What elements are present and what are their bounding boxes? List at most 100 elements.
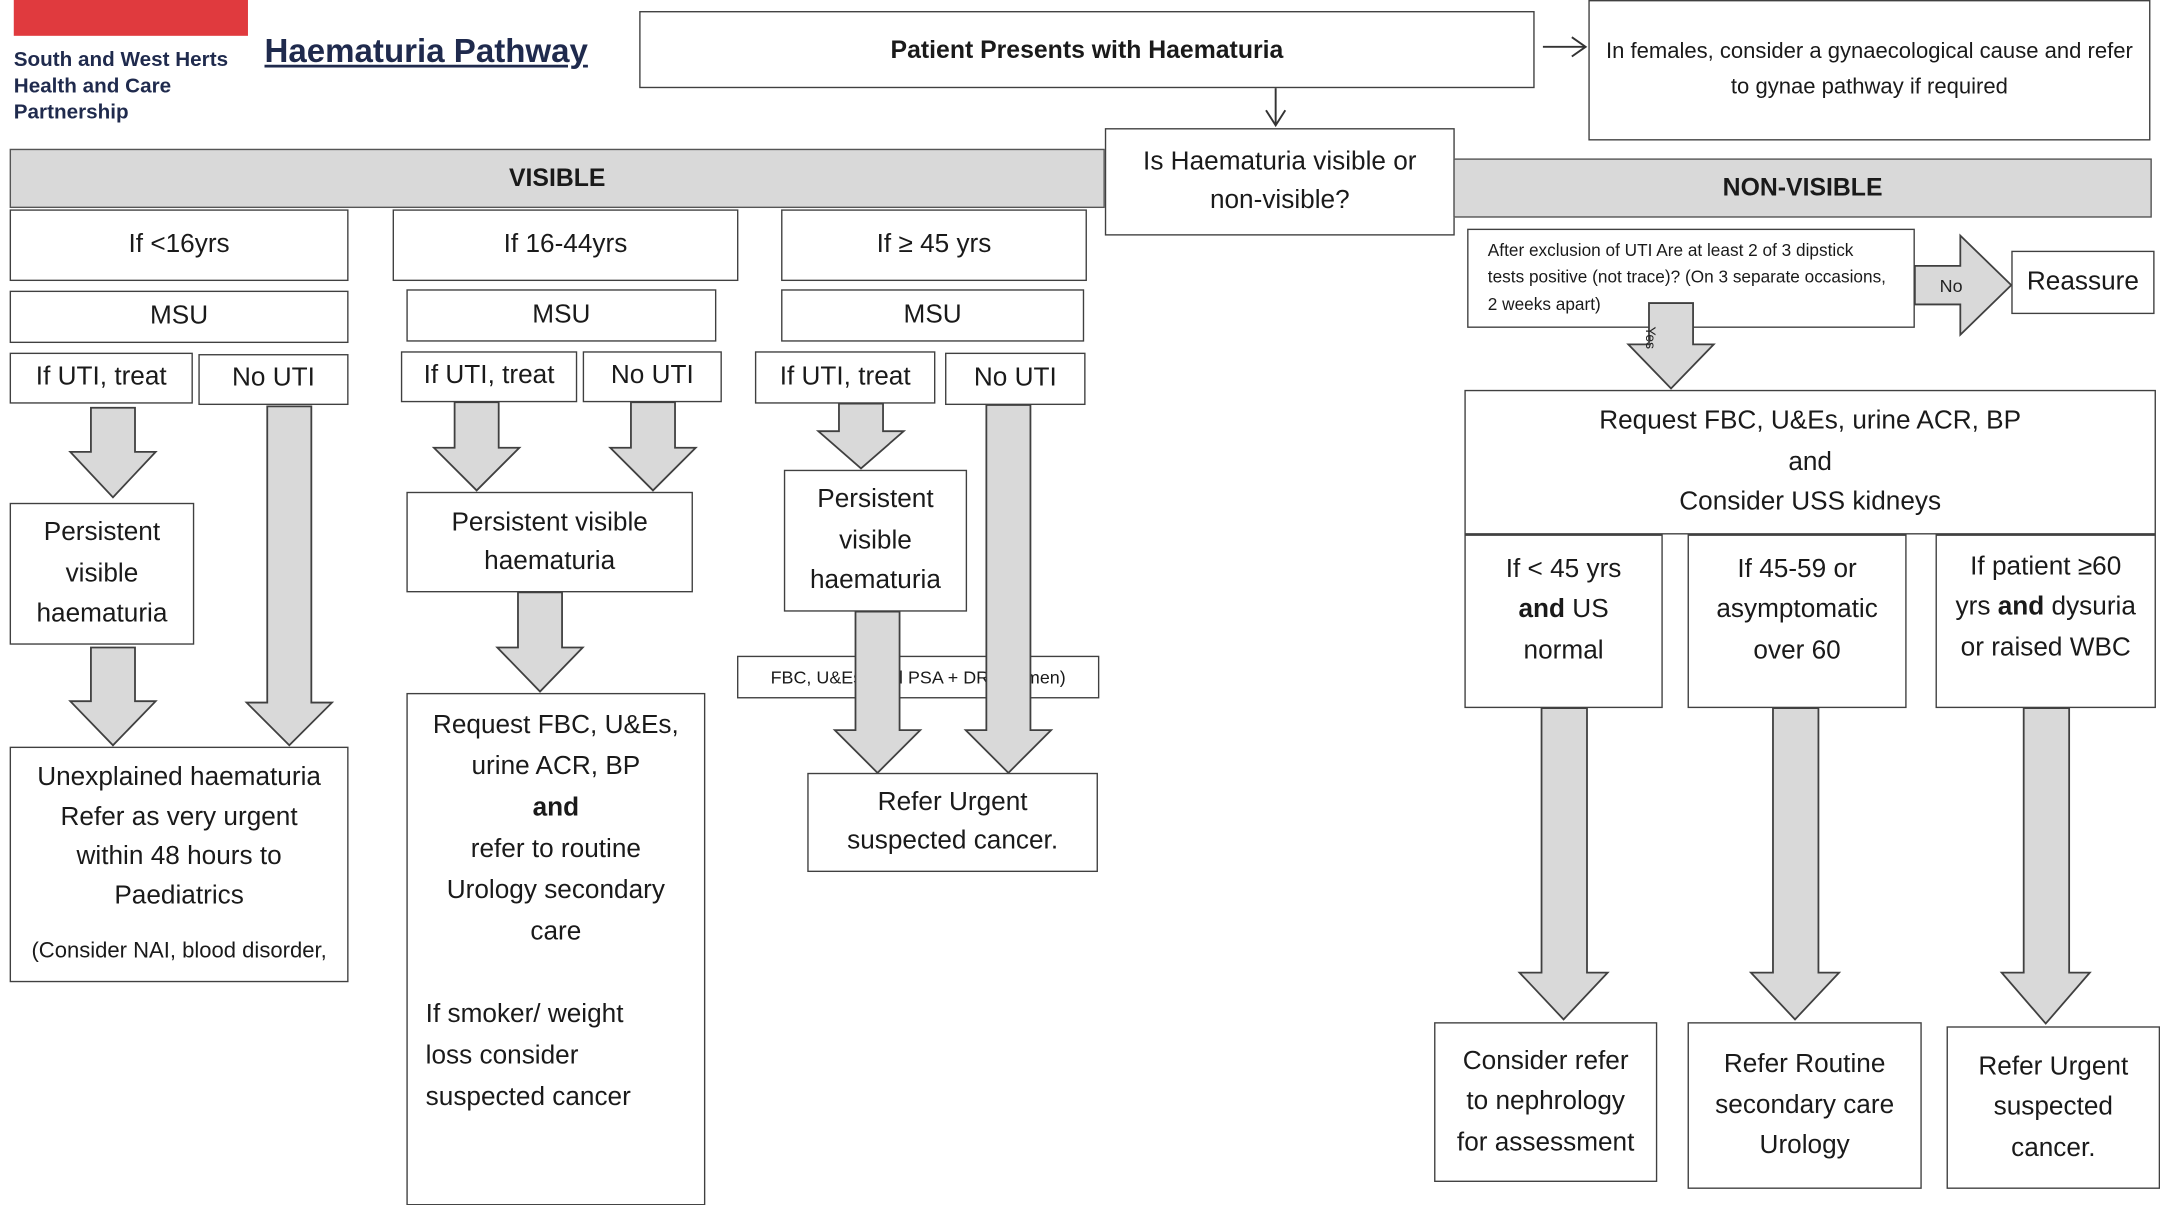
org-name-line: Partnership [13, 100, 129, 124]
decision-node: Is Haematuria visible or non-visible? [1104, 128, 1455, 236]
note-connector-head [1571, 36, 1588, 58]
age-16-44-text: If 16-44yrs [503, 229, 628, 259]
msu-text: MSU [903, 299, 962, 329]
outcome-under16-node: Unexplained haematuria Refer as very urg… [9, 746, 349, 983]
org-name-line: South and West Herts [13, 48, 229, 72]
outcome-line: within 48 hours to [76, 841, 282, 871]
outcome-line: refer to routine [470, 834, 641, 864]
start-node: Patient Presents with Haematuria [639, 11, 1535, 89]
no-uti-text: No UTI [610, 361, 694, 391]
request-line: Consider USS kidneys [1679, 487, 1942, 517]
request-line: and [1788, 447, 1832, 477]
persistent-text: Persistent visible haematuria [451, 508, 648, 576]
outcome-line: Refer as very urgent [60, 802, 298, 832]
visible-label: VISIBLE [509, 163, 606, 192]
no-label: No [1939, 275, 1963, 297]
persistent-under16-node: Persistent visible haematuria [9, 502, 195, 645]
branch-pre: If < 45 yrs [1505, 555, 1622, 585]
outcome-line: urine ACR, BP [471, 752, 641, 782]
request-tests-node: Request FBC, U&Es, urine ACR, BP and Con… [1464, 389, 2156, 535]
outcome-line: suspected cancer. [847, 826, 1059, 856]
outcome-line: to nephrology [1466, 1087, 1625, 1117]
branch-over60-text: If patient ≥60 yrs and dysuria or raised… [1953, 547, 2138, 669]
outcome-over45-node: Refer Urgent suspected cancer. [807, 772, 1098, 873]
uti-text: If UTI, treat [35, 362, 167, 392]
outcome-routine-node: Refer Routine secondary care Urology [1687, 1022, 1922, 1189]
branch-under45-text: If < 45 yrs and US normal [1499, 550, 1628, 672]
outcome-line: suspected [1993, 1092, 2113, 1122]
no-uti-text: No UTI [231, 364, 315, 393]
smoker-note-line: loss consider [425, 1041, 579, 1071]
branch-post: US normal [1523, 595, 1609, 666]
age-under16-node: If <16yrs [9, 209, 349, 282]
outcome-line: Refer Urgent [877, 787, 1028, 817]
smoker-note-line: suspected cancer [425, 1082, 631, 1112]
msu-16-44-node: MSU [406, 289, 717, 342]
branch-pre: If patient ≥60 yrs [1955, 552, 2122, 622]
org-name-line: Health and Care [13, 74, 172, 98]
outcome-line: Refer Routine [1723, 1050, 1886, 1080]
smoker-note: If smoker/ weight loss consider suspecte… [408, 995, 631, 1119]
uti-16-44-node: If UTI, treat [400, 351, 578, 403]
outcome-note: (Consider NAI, blood disorder, [31, 939, 327, 963]
non-visible-banner: NON-VISIBLE [1453, 158, 2152, 218]
decision-connector-head [1265, 109, 1287, 128]
outcome-nephrology-node: Consider refer to nephrology for assessm… [1434, 1022, 1658, 1182]
outcome-line: Paediatrics [114, 880, 244, 910]
decision-text: Is Haematuria visible or non-visible? [1143, 146, 1417, 215]
age-under16-text: If <16yrs [128, 229, 230, 259]
persistent-text: Persistent visible haematuria [809, 485, 941, 596]
dipstick-text: After exclusion of UTI Are at least 2 of… [1487, 240, 1886, 314]
branch-over60-node: If patient ≥60 yrs and dysuria or raised… [1935, 534, 2156, 709]
branch-45-59-node: If 45-59 or asymptomatic over 60 [1687, 534, 1907, 709]
outcome-line: cancer. [2011, 1133, 2096, 1163]
reassure-node: Reassure [2011, 250, 2155, 315]
outcome-and: and [532, 793, 580, 823]
visible-banner: VISIBLE [9, 148, 1105, 209]
persistent-over45-node: Persistent visible haematuria [783, 469, 968, 612]
branch-post: dysuria or raised WBC [1960, 592, 2136, 663]
persistent-text: Persistent visible haematuria [36, 518, 168, 629]
branch-under45-node: If < 45 yrs and US normal [1464, 534, 1663, 709]
outcome-16-44-node: Request FBC, U&Es, urine ACR, BP and ref… [406, 692, 706, 1205]
uti-over45-node: If UTI, treat [754, 351, 936, 404]
no-uti-under16-node: No UTI [198, 354, 349, 406]
outcome-line: Urology [1759, 1131, 1850, 1161]
females-note: In females, consider a gynaecological ca… [1588, 0, 2151, 141]
smoker-note-line: If smoker/ weight [425, 1000, 624, 1030]
branch-45-59-text: If 45-59 or asymptomatic over 60 [1716, 555, 1878, 666]
age-over45-node: If ≥ 45 yrs [781, 209, 1087, 282]
dipstick-node: After exclusion of UTI Are at least 2 of… [1467, 228, 1915, 328]
org-name: South and West Herts Health and Care Par… [14, 47, 276, 126]
tests-text: FBC, U&Es (and PSA + DRE in men) [770, 666, 1066, 688]
uti-text: If UTI, treat [423, 361, 555, 391]
request-line: Request FBC, U&Es, urine ACR, BP [1599, 406, 2022, 436]
outcome-line: for assessment [1456, 1127, 1635, 1157]
tests-over45-node: FBC, U&Es (and PSA + DRE in men) [737, 655, 1100, 699]
no-uti-over45-node: No UTI [945, 352, 1086, 406]
outcome-line: secondary care [1715, 1090, 1895, 1120]
start-text: Patient Presents with Haematuria [890, 35, 1284, 63]
age-over45-text: If ≥ 45 yrs [876, 229, 992, 259]
outcome-line: Refer Urgent [1978, 1052, 2129, 1082]
msu-over45-node: MSU [781, 289, 1085, 342]
reassure-text: Reassure [2026, 266, 2139, 296]
non-visible-label: NON-VISIBLE [1722, 173, 1883, 202]
yes-label: Yes [1642, 326, 1658, 349]
page-title: Haematuria Pathway [264, 33, 588, 71]
outcome-line: care [530, 917, 582, 947]
age-16-44-node: If 16-44yrs [392, 209, 739, 282]
msu-under16-node: MSU [9, 290, 349, 344]
outcome-urgent-node: Refer Urgent suspected cancer. [1946, 1026, 2160, 1189]
persistent-16-44-node: Persistent visible haematuria [406, 491, 693, 593]
no-uti-text: No UTI [973, 363, 1057, 393]
msu-text: MSU [532, 299, 591, 329]
outcome-line: Consider refer [1462, 1046, 1629, 1076]
outcome-line: Unexplained haematuria [37, 763, 321, 793]
org-logo-icon [13, 0, 248, 36]
females-note-text: In females, consider a gynaecological ca… [1605, 40, 2133, 100]
branch-bold: and [1518, 595, 1566, 625]
uti-under16-node: If UTI, treat [9, 352, 193, 404]
